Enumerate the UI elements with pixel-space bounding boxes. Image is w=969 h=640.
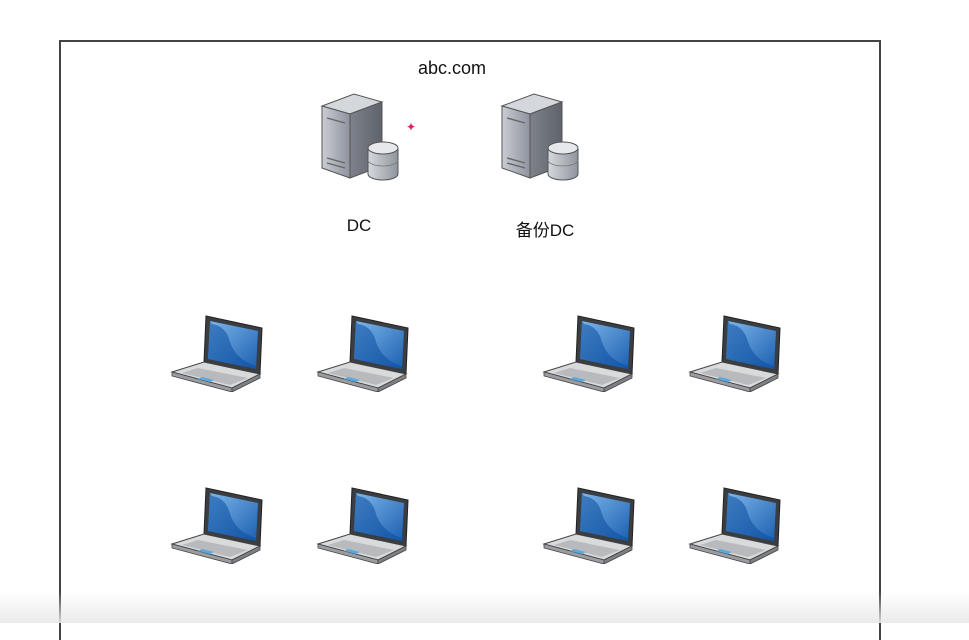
laptop-icon[interactable] xyxy=(168,484,268,564)
laptop-icon[interactable] xyxy=(686,484,786,564)
dc-server-label: DC xyxy=(346,216,372,235)
domain-label: abc.com xyxy=(417,58,487,78)
backup-dc-server-icon[interactable] xyxy=(494,88,594,188)
bottom-fade xyxy=(0,592,969,623)
laptop-icon[interactable] xyxy=(168,312,268,392)
backup-dc-server-label: 备份DC xyxy=(515,221,575,240)
marker-dot: ✦ xyxy=(406,120,417,134)
laptop-icon[interactable] xyxy=(314,312,414,392)
dc-server-icon[interactable] xyxy=(314,88,414,188)
laptop-icon[interactable] xyxy=(314,484,414,564)
laptop-icon[interactable] xyxy=(540,484,640,564)
laptop-icon[interactable] xyxy=(540,312,640,392)
laptop-icon[interactable] xyxy=(686,312,786,392)
